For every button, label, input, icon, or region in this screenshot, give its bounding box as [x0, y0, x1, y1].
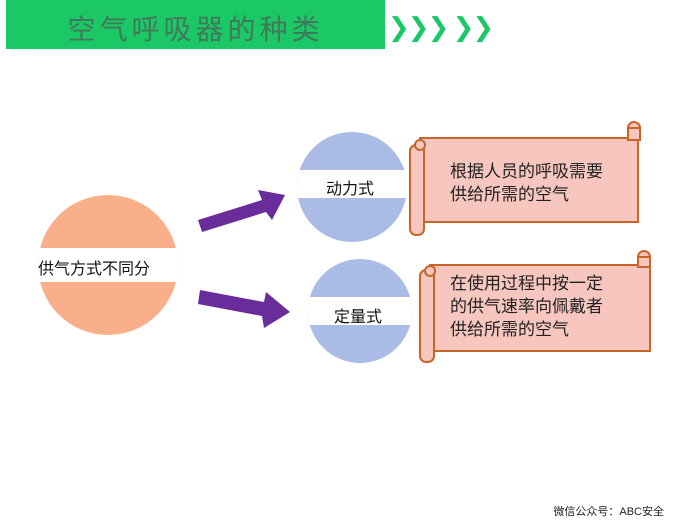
- center-label: 供气方式不同分: [38, 261, 151, 278]
- branch-label-2: 定量式: [334, 309, 383, 326]
- branch-circle-2: [308, 259, 412, 363]
- scroll-2: [419, 250, 651, 363]
- description-line: 的供气速率向佩戴者: [450, 297, 603, 316]
- description-line: 供给所需的空气: [450, 185, 569, 204]
- branch-circle-1: [297, 132, 407, 242]
- arrow-up-right: [198, 190, 285, 232]
- branch-description-1: 根据人员的呼吸需要 供给所需的空气: [450, 160, 603, 206]
- scroll-1: [409, 121, 641, 236]
- branch-description-2: 在使用过程中按一定 的供气速率向佩戴者 供给所需的空气: [450, 272, 603, 341]
- description-line: 在使用过程中按一定: [450, 274, 603, 293]
- description-line: 根据人员的呼吸需要: [450, 162, 603, 181]
- description-line: 供给所需的空气: [450, 320, 569, 339]
- arrow-down-right: [198, 290, 290, 328]
- title-bar: [6, 0, 385, 49]
- footer-watermark: 微信公众号：ABC安全: [553, 506, 664, 518]
- branch-label-1: 动力式: [326, 181, 375, 198]
- slide-title: 空气呼吸器的种类: [67, 13, 324, 46]
- center-circle: [38, 195, 178, 335]
- chevrons-decoration: ❯❯❯ ❯❯: [388, 12, 494, 42]
